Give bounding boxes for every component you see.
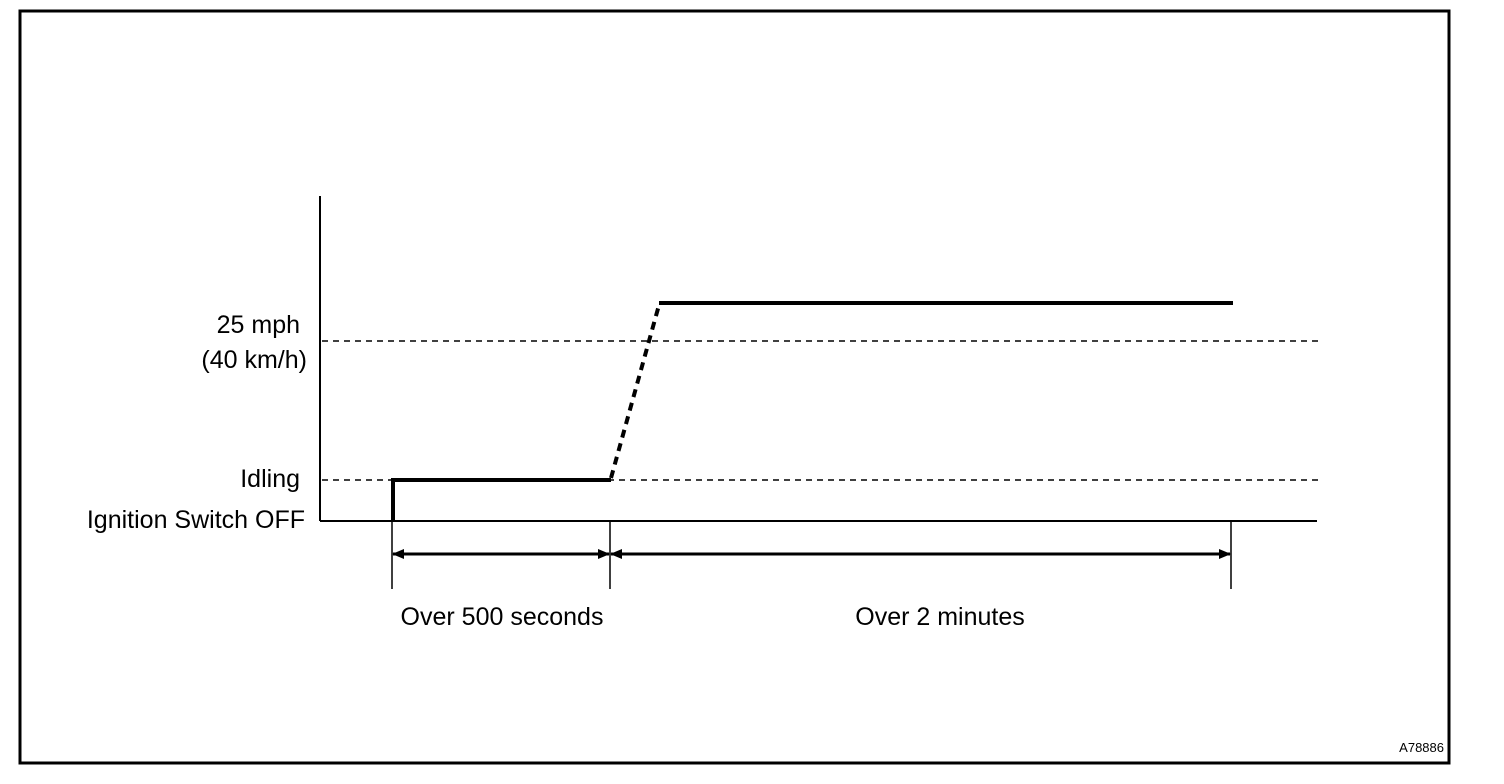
interval-label-second: Over 2 minutes: [855, 603, 1025, 631]
idle-level-label: Idling: [240, 465, 300, 493]
figure-border: [18, 9, 1451, 765]
ignition-off-level-label: Ignition Switch OFF: [86, 506, 305, 534]
idle-profile-line: [391, 478, 611, 521]
speed-level-label-line-1: 25 mph: [216, 311, 300, 339]
figure-code-label: A78886: [1399, 740, 1444, 755]
interval-label-first: Over 500 seconds: [400, 603, 604, 631]
acceleration-dotted-line: [609, 304, 661, 479]
speed-level-label-line-2: (40 km/h): [201, 346, 307, 374]
